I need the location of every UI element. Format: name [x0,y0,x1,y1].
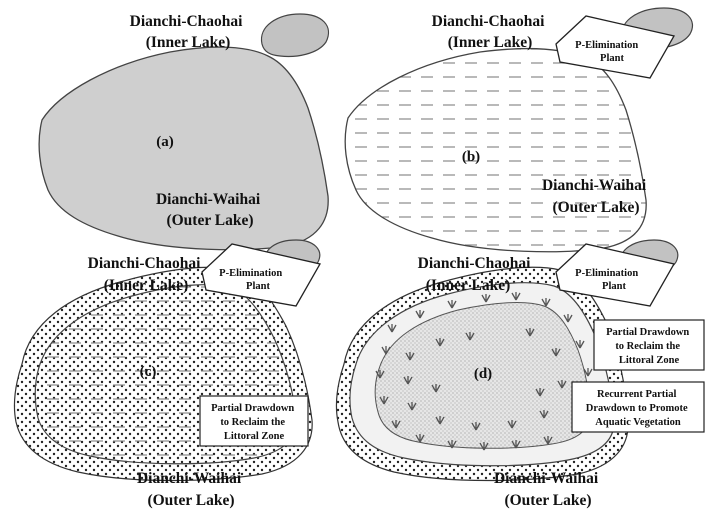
panel-c-tag: (c) [140,364,157,380]
outer-lake-label-d: Dianchi-Waihai (Outer Lake) [494,470,602,509]
outer-lake-label-c: Dianchi-Waihai (Outer Lake) [137,470,245,509]
inner-lake-label-a: Dianchi-Chaohai (Inner Lake) [130,13,247,51]
panel-a-tag: (a) [156,134,174,150]
panel-c: Dianchi-Chaohai (Inner Lake) P-Eliminati… [14,240,320,509]
panel-d-tag: (d) [474,366,492,382]
inner-lake-shape-a [261,14,328,56]
note-c: Partial Drawdown to Reclaim the Littoral… [211,403,297,442]
panel-a: Dianchi-Chaohai (Inner Lake) (a) Dianchi… [39,13,328,250]
inner-lake-label-b: Dianchi-Chaohai (Inner Lake) [432,13,549,51]
outer-lake-shape-b [345,49,646,252]
panel-b: Dianchi-Chaohai (Inner Lake) P-Eliminati… [345,8,692,252]
panel-b-tag: (b) [462,149,480,165]
note2-d: Recurrent Partial Drawdown to Promote Aq… [586,389,691,428]
panel-d: Dianchi-Chaohai (Inner Lake) P-Eliminati… [336,240,704,509]
note1-d: Partial Drawdown to Reclaim the Littoral… [606,327,692,366]
